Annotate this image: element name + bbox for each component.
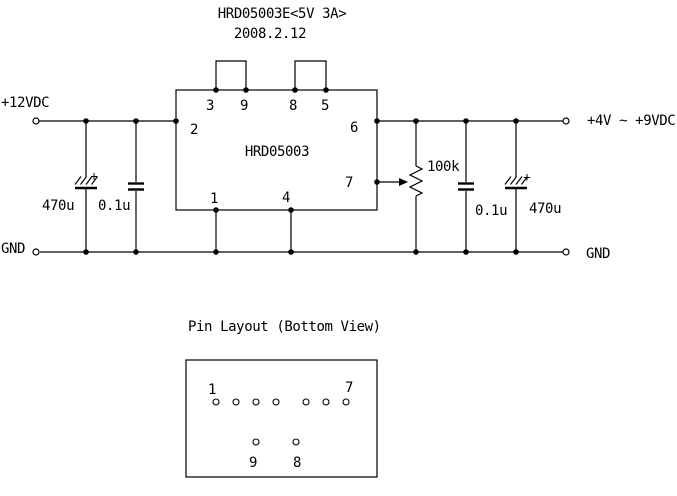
pin-hole-5 <box>302 398 310 406</box>
ic-pin-6-label: 6 <box>350 120 358 136</box>
pin-hole-9 <box>252 438 260 446</box>
ic-pin-9-label: 9 <box>240 98 248 114</box>
ic-pin-2-label: 2 <box>190 122 198 138</box>
pin-layout-section: Pin Layout (Bottom View) 1 7 9 8 <box>185 319 381 478</box>
cap-polarity-plus: + <box>523 170 530 184</box>
cap-hatch-line <box>504 176 512 185</box>
cap-hatch-line <box>510 176 517 185</box>
vin-terminal <box>32 117 40 125</box>
ic-part-number: HRD05003 <box>245 144 309 160</box>
junction-dot <box>213 249 219 255</box>
junction-dot-pin3 <box>213 87 219 93</box>
junction-dot-pin8 <box>292 87 298 93</box>
pin-layout-label-1: 1 <box>208 382 216 398</box>
pin-layout-label-9: 9 <box>249 455 257 471</box>
junction-dot-pin4 <box>288 207 294 213</box>
schematic-date: 2008.2.12 <box>234 26 306 42</box>
jumper-loop-8-5 <box>294 60 327 90</box>
potentiometer: 100k <box>374 121 460 252</box>
pin-layout-title: Pin Layout (Bottom View) <box>188 319 381 335</box>
vin-label: +12VDC <box>1 95 49 111</box>
junction-dot-pin5 <box>323 87 329 93</box>
pin-hole-1 <box>212 398 220 406</box>
pot-zigzag <box>408 165 424 197</box>
output-ceramic-capacitor: 0.1u <box>458 121 508 252</box>
ic-outline <box>175 89 378 211</box>
junction-dot-pin7 <box>374 179 380 185</box>
cap-polarity-plus: + <box>90 169 97 183</box>
vout-terminal <box>562 117 570 125</box>
ic-pin-4-label: 4 <box>282 190 290 206</box>
vout-label: +4V ~ +9VDC <box>587 113 675 129</box>
ic-pin-8-label: 8 <box>289 98 297 114</box>
pin-hole-3 <box>252 398 260 406</box>
gnd-left-label: GND <box>1 241 25 257</box>
gnd-right-terminal <box>562 248 570 256</box>
pin-hole-7 <box>342 398 350 406</box>
pin-layout-outline <box>185 359 378 478</box>
junction-dot-pin9 <box>243 87 249 93</box>
junction-dot <box>288 249 294 255</box>
gnd-right-label: GND <box>586 246 610 262</box>
jumper-loop-3-9 <box>215 60 247 90</box>
cap-hatch-line <box>85 176 93 185</box>
cap-hatch-line <box>521 176 528 185</box>
ic-pin-7-label: 7 <box>345 175 353 191</box>
cap-hatch-line <box>91 176 98 185</box>
cap-hatch-line <box>515 176 523 185</box>
input-electrolytic-capacitor: + 470u <box>42 121 98 252</box>
junction-dot-pin2 <box>173 118 179 124</box>
cap-value-label: 0.1u <box>475 203 507 219</box>
output-electrolytic-capacitor: + 470u <box>504 121 562 252</box>
wiper-arrowhead-icon <box>399 178 408 186</box>
schematic-header: HRD05003E<5V 3A> 2008.2.12 <box>218 6 347 42</box>
pin-layout-label-8: 8 <box>293 455 301 471</box>
ic-pin-5-label: 5 <box>321 98 329 114</box>
cap-hatch-line <box>80 176 87 185</box>
pin-hole-8 <box>292 438 300 446</box>
cap-hatch-line <box>74 176 82 185</box>
cap-value-label: 470u <box>529 201 561 217</box>
ground-rail: GND GND <box>1 241 610 262</box>
pin-hole-2 <box>232 398 240 406</box>
cap-value-label: 0.1u <box>98 198 130 214</box>
pin-hole-4 <box>272 398 280 406</box>
ic-pin-1-label: 1 <box>210 191 218 207</box>
ic-pin-3-label: 3 <box>206 98 214 114</box>
pin-layout-label-7: 7 <box>345 380 353 396</box>
junction-dot-pin6 <box>374 118 380 124</box>
pot-value-label: 100k <box>427 159 460 175</box>
schematic-title: HRD05003E<5V 3A> <box>218 6 346 22</box>
output-rail: +4V ~ +9VDC <box>374 113 676 129</box>
gnd-left-terminal <box>32 248 40 256</box>
pin-hole-6 <box>322 398 330 406</box>
input-ceramic-capacitor: 0.1u <box>98 121 144 252</box>
input-rail: +12VDC <box>1 95 179 125</box>
cap-value-label: 470u <box>42 198 74 214</box>
ic-block: 3 9 8 5 2 6 7 1 4 HRD05003 <box>175 60 378 252</box>
junction-dot-pin1 <box>213 207 219 213</box>
